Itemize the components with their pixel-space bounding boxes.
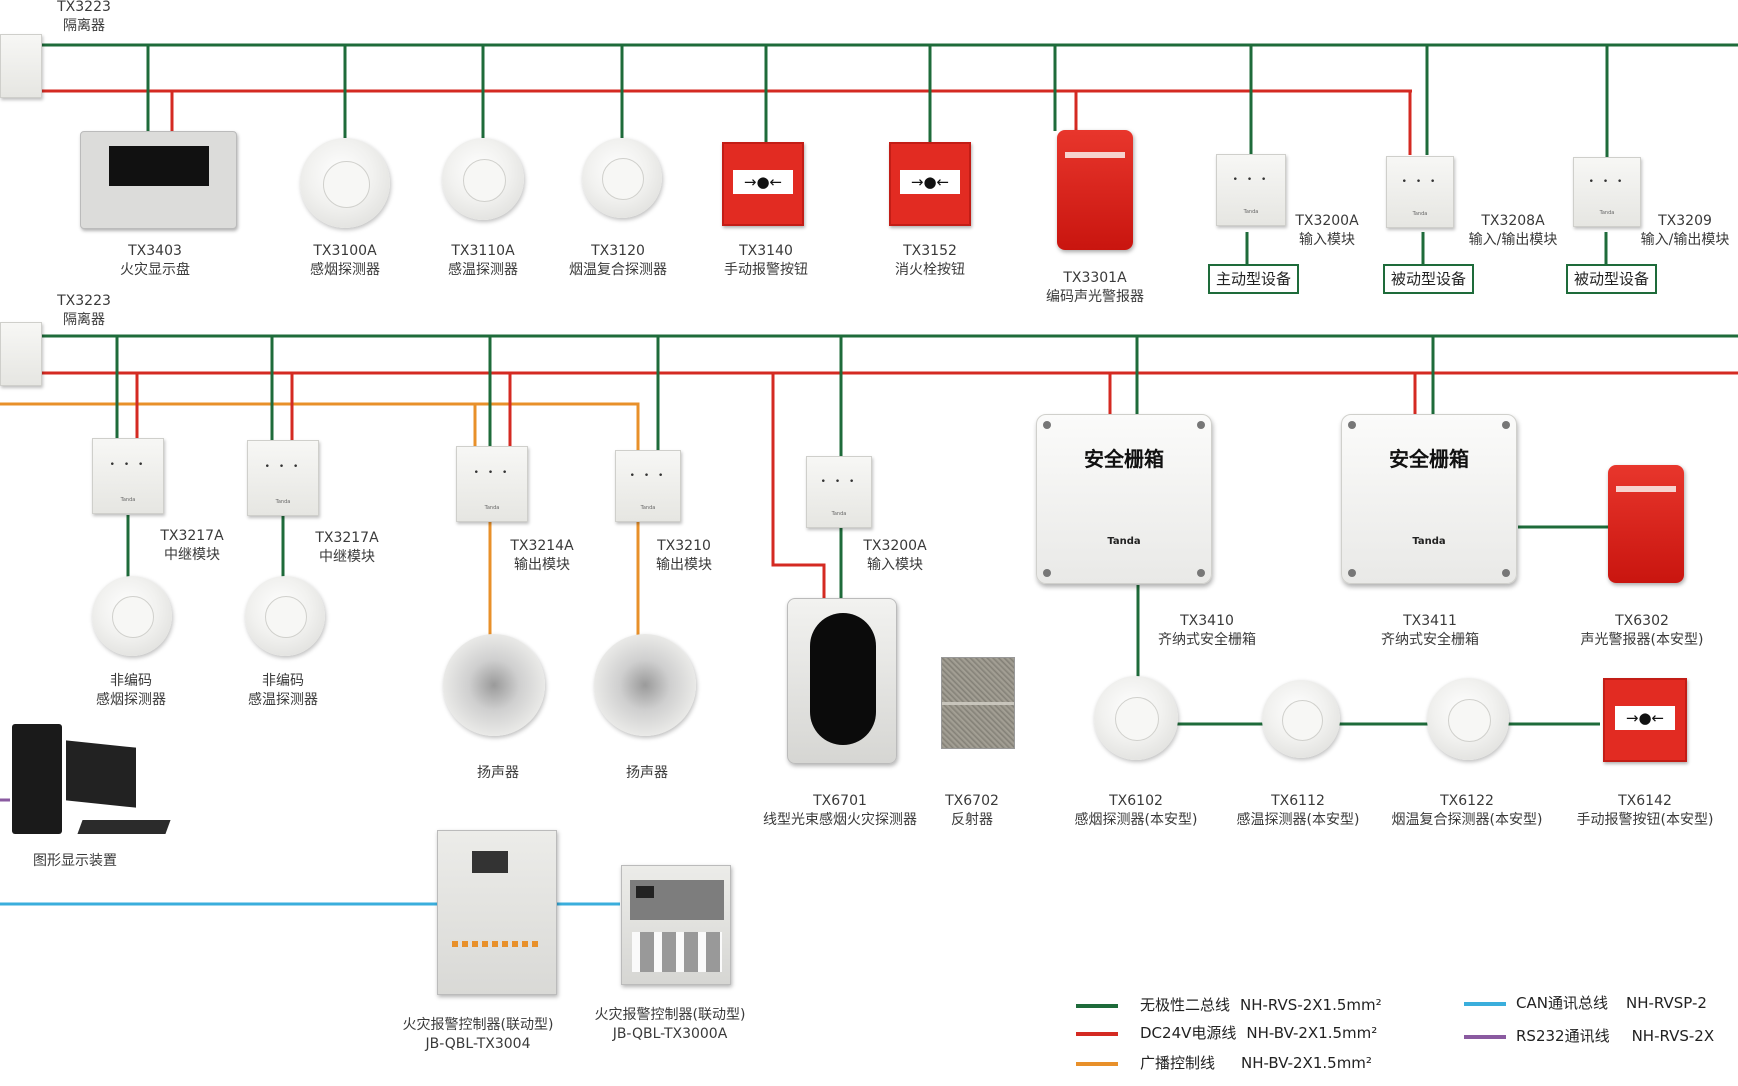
io-module: • • •Tanda <box>1573 157 1641 227</box>
reflector <box>941 657 1015 749</box>
controller-label: 火灾报警控制器(联动型)JB-QBL-TX3000A <box>594 1007 746 1042</box>
heat-detector <box>442 138 524 220</box>
legend-swatch <box>1076 1003 1118 1008</box>
isolator-row2 <box>0 322 42 386</box>
legend-swatch <box>1464 1001 1506 1006</box>
beam-smoke-detector <box>787 598 897 764</box>
graphics-display-label: 图形显示装置 <box>33 853 117 869</box>
controller-label: 火灾报警控制器(联动型)JB-QBL-TX3004 <box>402 1017 554 1052</box>
is-heat-detector <box>1262 680 1340 758</box>
broadcast-line <box>0 402 640 452</box>
output-module: • • •Tanda <box>456 446 528 522</box>
speaker <box>594 634 696 736</box>
relay-module: • • •Tanda <box>247 440 319 516</box>
isolator-row1 <box>0 34 42 98</box>
input-module: • • •Tanda <box>806 456 872 528</box>
legend-swatch <box>1076 1031 1118 1036</box>
safety-barrier-box: 安全栅箱 Tanda <box>1341 414 1517 584</box>
speaker-label: 扬声器 <box>626 765 668 781</box>
computer-icon <box>10 722 171 842</box>
fire-display-panel <box>80 131 237 229</box>
equipment-box-passive: 被动型设备 <box>1566 264 1658 294</box>
speaker <box>443 634 545 736</box>
attached-label: 非编码感温探测器 <box>248 673 318 708</box>
io-module: • • •Tanda <box>1386 156 1454 228</box>
hydrant-button: →●← <box>889 142 971 226</box>
safety-barrier-box: 安全栅箱 Tanda <box>1036 414 1212 584</box>
is-smoke-detector <box>1094 676 1178 760</box>
equipment-box-passive: 被动型设备 <box>1383 264 1475 294</box>
fire-alarm-controller-tx3004 <box>437 830 557 995</box>
is-manual-call-point: →●← <box>1603 678 1687 762</box>
legend-swatch <box>1464 1034 1506 1039</box>
name-label: 隔离器 <box>63 18 105 34</box>
detector-lens <box>810 613 876 745</box>
model-label: TX3223 <box>57 0 111 15</box>
attached-label: 非编码感烟探测器 <box>96 673 166 708</box>
manual-call-point: →●← <box>722 142 804 226</box>
legend-swatch <box>1076 1061 1118 1066</box>
combo-detector <box>582 138 662 218</box>
sounder-strobe <box>1057 130 1133 250</box>
input-module: • • •Tanda <box>1216 154 1286 226</box>
drop <box>771 373 826 600</box>
is-combo-detector <box>1427 678 1509 760</box>
non-coded-smoke-detector <box>92 576 172 656</box>
is-sounder-strobe <box>1608 465 1684 583</box>
smoke-detector <box>300 138 390 228</box>
display-screen <box>109 146 209 186</box>
isolator-row1-label: TX3223 隔离器 <box>57 0 111 36</box>
fire-alarm-controller-tx3000a <box>621 865 731 985</box>
equipment-box-active: 主动型设备 <box>1208 264 1300 294</box>
non-coded-heat-detector <box>245 576 325 656</box>
output-module: • • •Tanda <box>615 450 681 522</box>
relay-module: • • •Tanda <box>92 438 164 514</box>
speaker-label: 扬声器 <box>477 765 519 781</box>
